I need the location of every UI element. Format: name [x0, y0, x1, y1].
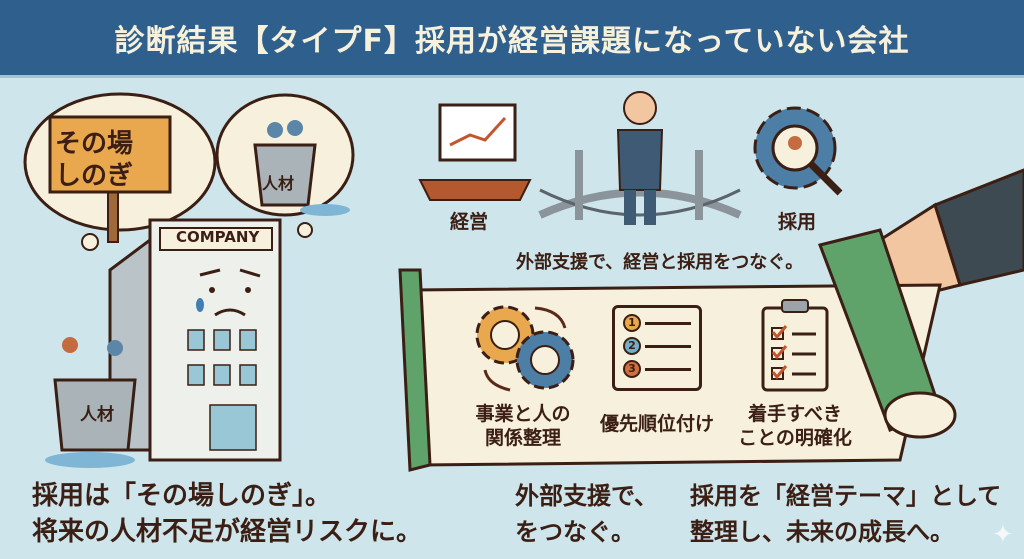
gear-search-icon [753, 106, 843, 196]
numbered-list-icon: 1 2 3 [612, 305, 702, 391]
checklist-clipboard-icon [761, 299, 829, 392]
bridge-icon [538, 150, 742, 220]
company-building [108, 218, 282, 462]
building-label: COMPANY [176, 228, 260, 246]
gears-people-icon [475, 305, 575, 392]
list-line [645, 367, 691, 371]
presentation-board-icon [418, 103, 532, 201]
sparkle-icon: ✦ [992, 520, 1014, 550]
number-badge-1: 1 [623, 314, 641, 332]
label-keiei: 経営 [450, 211, 489, 233]
bridge-subtitle: 外部支援で、経営と採用をつなぐ。 [516, 252, 804, 273]
bucket-people-icon [45, 337, 137, 468]
scroll-item-1-label: 事業と人の関係整理 [475, 403, 571, 449]
scroll-item-2-label: 優先順位付け [599, 413, 714, 435]
title-banner: 診断結果【タイプF】採用が経営課題になっていない会社 [0, 0, 1024, 78]
left-caption: 採用は「その場しのぎ」。 将来の人材不足が経営リスクに。 [32, 481, 423, 547]
thought-bubble-bucket [215, 93, 355, 238]
label-saiyo: 採用 [778, 211, 817, 233]
middle-caption: 外部支援で、をつなぐ。 [515, 482, 659, 546]
sign-text: その場 しのぎ [55, 129, 134, 191]
bucket-label-top: 人材 [262, 174, 295, 193]
number-badge-3: 3 [623, 360, 641, 378]
number-badge-2: 2 [623, 337, 641, 355]
list-line [645, 321, 691, 325]
list-line [645, 344, 691, 348]
page-title: 診断結果【タイプF】採用が経営課題になっていない会社 [114, 23, 910, 59]
bucket-label-bottom: 人材 [80, 405, 114, 425]
thought-bubble-sign [23, 92, 217, 251]
businessman-icon [616, 91, 664, 225]
scroll-item-3-label: 着手すべきことの明確化 [738, 403, 852, 449]
right-caption: 採用を「経営テーマ」として整理し、未来の成長へ。 [690, 482, 1002, 546]
